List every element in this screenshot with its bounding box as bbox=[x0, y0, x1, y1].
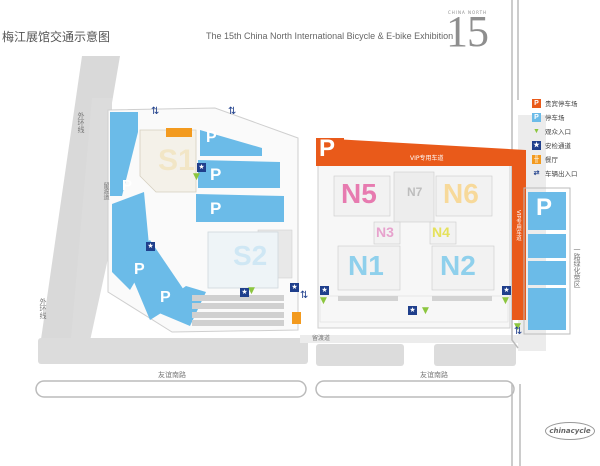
legend-item-vehicle-entrance: ⇄ 车辆出入口 bbox=[532, 168, 578, 178]
hall-n1-label: N1 bbox=[348, 250, 384, 281]
visitor-entrance-icon: ▼ bbox=[248, 286, 255, 296]
parking-lot-east-1 bbox=[528, 192, 566, 230]
parking-lot-s-3 bbox=[196, 194, 284, 222]
parking-lot-s-1 bbox=[200, 130, 262, 156]
legend-label: 餐厅 bbox=[545, 156, 558, 164]
legend-label: 观众入口 bbox=[545, 128, 571, 136]
security-checkpoint-icon: ★ bbox=[146, 242, 155, 251]
legend-label: 安检通道 bbox=[545, 142, 571, 150]
security-checkpoint-icon: ★ bbox=[502, 286, 511, 295]
vehicle-entrance-icon: ⇄ bbox=[533, 170, 540, 177]
map-title: 梅江展馆交通示意图 bbox=[2, 30, 111, 44]
vehicle-entrance-icon: ⇅ bbox=[228, 106, 237, 117]
vip-lane-right-label: VIP专用车道 bbox=[515, 210, 521, 241]
logo-top-text: CHINA NORTH bbox=[448, 10, 488, 15]
vip-parking-glyph: P bbox=[319, 135, 336, 162]
parking-lot-east-4 bbox=[528, 288, 566, 330]
parking-glyph: P bbox=[160, 289, 171, 306]
parking-glyph: P bbox=[206, 129, 217, 146]
parking-icon: P bbox=[532, 112, 541, 122]
parking-glyph: P bbox=[210, 165, 222, 184]
vip-lane-top-label: VIP专用车道 bbox=[410, 155, 444, 162]
parking-lot-s-2 bbox=[198, 160, 280, 188]
legend-label: 车辆出入口 bbox=[545, 170, 578, 178]
road-label-outer-ring-top: 外环线 bbox=[77, 112, 85, 133]
hall-s2-shape bbox=[207, 231, 279, 289]
hall-s1-label: S1 bbox=[158, 144, 195, 177]
liudu-road-band bbox=[300, 335, 520, 343]
parking-glyph: P bbox=[122, 177, 133, 194]
restaurant-icon bbox=[166, 128, 192, 137]
road-label-youyi-left: 友谊南路 bbox=[158, 371, 186, 379]
road-label-youyi-right: 友谊南路 bbox=[420, 371, 448, 379]
legend-item-visitor-entrance: ▼ 观众入口 bbox=[532, 126, 571, 137]
parking-glyph: P bbox=[134, 261, 145, 278]
road-label-outer-ring-bottom: 外环线 bbox=[39, 298, 47, 319]
road-label-liudu-vertical: 留渡道 bbox=[102, 182, 109, 200]
vip-parking-icon: P bbox=[532, 98, 541, 108]
parking-glyph: P bbox=[210, 199, 222, 218]
side-road-strip bbox=[70, 98, 112, 350]
hall-n5-label: N5 bbox=[341, 178, 377, 209]
legend-label: 贵宾停车场 bbox=[545, 100, 578, 108]
security-checkpoint-icon: ★ bbox=[240, 288, 249, 297]
car-parking-grid bbox=[192, 295, 284, 326]
visitor-entrance-icon: ▼ bbox=[514, 322, 521, 332]
parking-lot-east-2 bbox=[528, 234, 566, 258]
vip-lane-top bbox=[316, 138, 526, 166]
youyi-road-right bbox=[315, 380, 515, 398]
visitor-entrance-icon: ▼ bbox=[320, 296, 327, 306]
security-checkpoint-icon: ★ bbox=[290, 283, 299, 292]
hall-n6-label: N6 bbox=[443, 178, 479, 209]
hall-n3-label: N3 bbox=[376, 224, 394, 240]
parking-glyph: P bbox=[536, 194, 553, 221]
exhibition-logo-number: 15 bbox=[446, 7, 489, 56]
vehicle-entrance-icon: ⇅ bbox=[300, 290, 309, 301]
road-label-liudu: 留渡道 bbox=[312, 335, 331, 342]
hall-s2-label: S2 bbox=[233, 240, 268, 271]
legend-item-restaurant: ╫ 餐厅 bbox=[532, 154, 558, 164]
legend-label: 停车场 bbox=[545, 114, 565, 122]
vehicle-entrance-icon: ⇅ bbox=[151, 106, 160, 117]
vehicle-entrance-icon: ⇅ bbox=[514, 326, 523, 337]
hall-n4-label: N4 bbox=[432, 224, 450, 240]
legend-item-security: ★ 安检通道 bbox=[532, 140, 571, 150]
youyi-road-left bbox=[35, 380, 307, 398]
road-label-greenbelt: 一路绿化带区 bbox=[573, 246, 581, 288]
chinacycle-logo: chinacycle bbox=[545, 422, 595, 440]
visitor-entrance-icon: ▼ bbox=[502, 296, 509, 306]
visitor-entrance-icon: ▼ bbox=[422, 306, 429, 316]
road-block-left bbox=[38, 338, 308, 364]
road-block-right bbox=[434, 344, 516, 366]
vip-lane-right bbox=[512, 150, 526, 320]
restaurant-icon: ╫ bbox=[532, 154, 541, 164]
visitor-entrance-icon: ▼ bbox=[533, 127, 540, 135]
road-block-mid bbox=[316, 344, 404, 366]
visitor-entrance-icon: ▼ bbox=[193, 172, 200, 182]
exhibition-subtitle: The 15th China North International Bicyc… bbox=[206, 31, 454, 41]
hall-n2-label: N2 bbox=[440, 250, 476, 281]
hall-n7-label: N7 bbox=[407, 185, 423, 199]
security-checkpoint-icon: ★ bbox=[197, 163, 206, 172]
legend-item-parking: P 停车场 bbox=[532, 112, 565, 122]
security-checkpoint-icon: ★ bbox=[532, 140, 541, 150]
parking-lot-s-west bbox=[110, 112, 138, 196]
security-checkpoint-icon: ★ bbox=[320, 286, 329, 295]
legend-item-vip-parking: P 贵宾停车场 bbox=[532, 98, 578, 108]
parking-lot-east-3 bbox=[528, 261, 566, 285]
restaurant-icon bbox=[292, 312, 301, 324]
security-checkpoint-icon: ★ bbox=[408, 306, 417, 315]
